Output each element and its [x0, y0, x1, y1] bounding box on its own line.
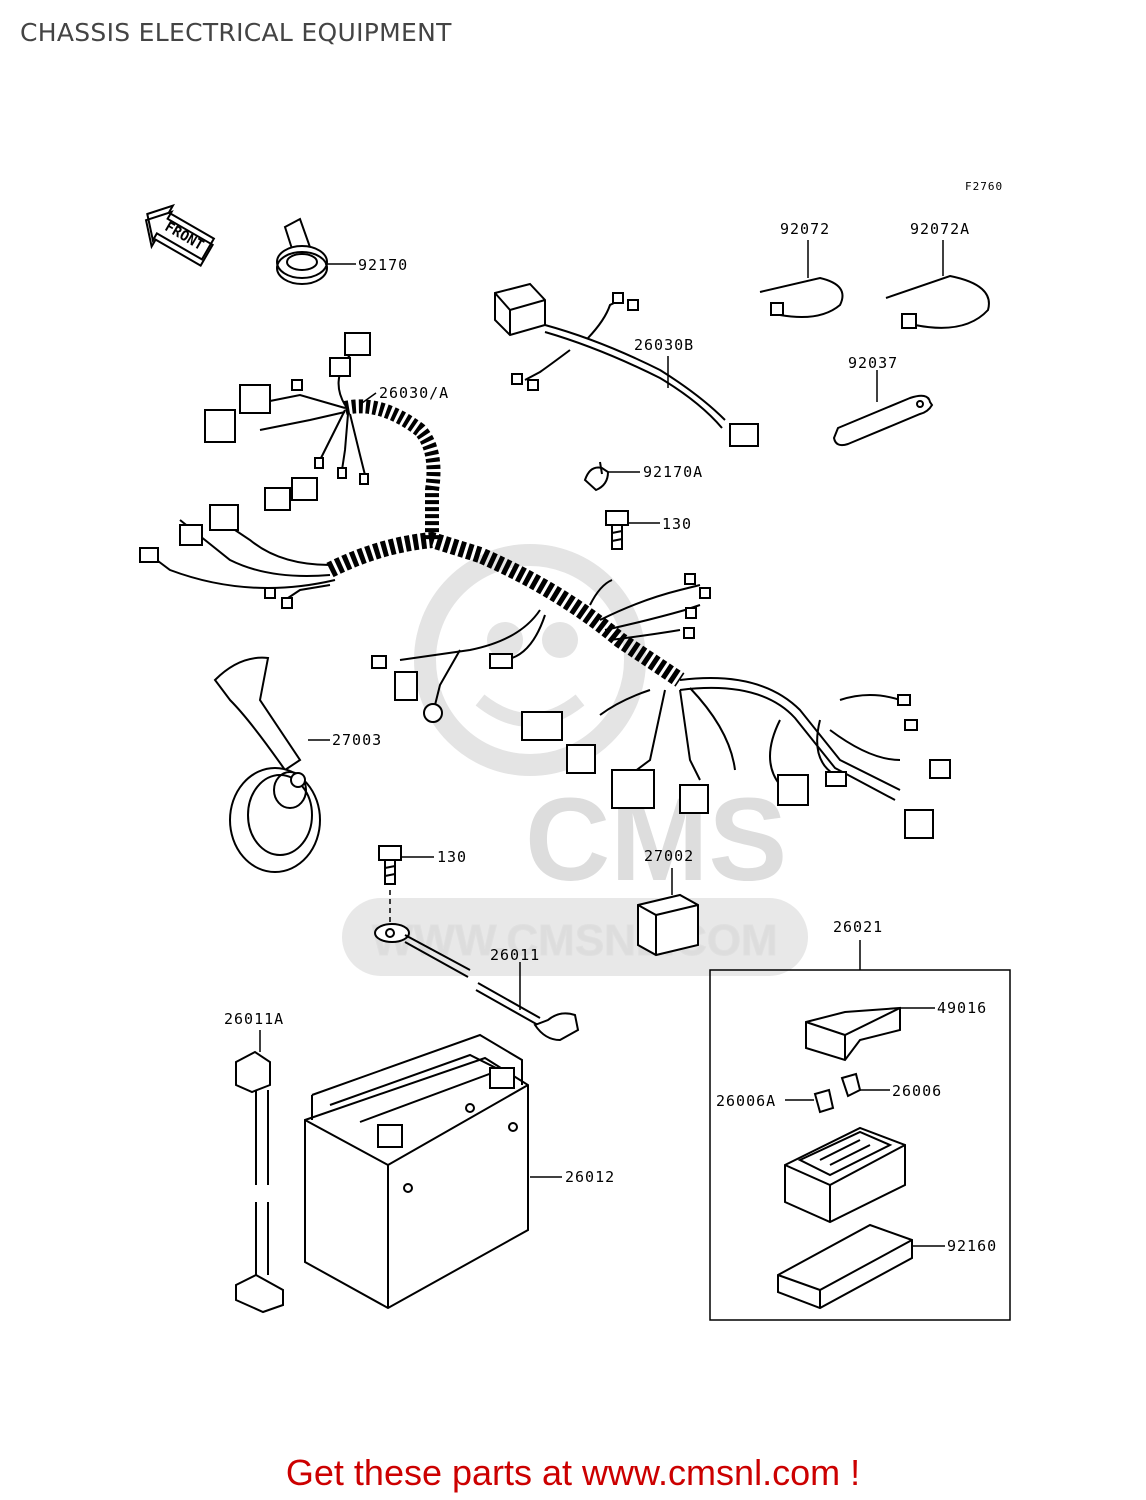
- callout-26011: 26011: [490, 946, 540, 964]
- fuse-26006-icon: [840, 1072, 862, 1098]
- callout-92170: 92170: [358, 256, 408, 274]
- cable-tie-92072-icon: [759, 240, 844, 318]
- callout-26012: 26012: [565, 1168, 615, 1186]
- battery-lead-26011-icon: [374, 923, 580, 1042]
- main-harness-26030a-icon: [139, 332, 951, 839]
- cover-49016-icon: [805, 1006, 901, 1062]
- callout-26030b: 26030B: [634, 336, 694, 354]
- callout-26006: 26006: [892, 1082, 942, 1100]
- callout-labels: 92170 92072 92072A 26030B 26030/A 92037 …: [224, 220, 997, 1255]
- fuse-26006a-icon: [813, 1088, 835, 1114]
- cable-tie-92072A-icon: [885, 240, 990, 329]
- shop-link[interactable]: Get these parts at www.cmsnl.com !: [285, 1452, 861, 1493]
- watermark: CMS WWW.CMSNL.COM: [342, 544, 808, 976]
- callout-92072: 92072: [780, 220, 830, 238]
- fuse-block-icon: [784, 1126, 906, 1224]
- callout-92170a: 92170A: [643, 463, 703, 481]
- callout-26021: 26021: [833, 918, 883, 936]
- callout-92037: 92037: [848, 354, 898, 372]
- callout-27002: 27002: [644, 847, 694, 865]
- page-title: CHASSIS ELECTRICAL EQUIPMENT: [20, 18, 452, 47]
- fuse-box-26021-group: [709, 940, 1011, 1321]
- callout-27003: 27003: [332, 731, 382, 749]
- callout-26011a: 26011A: [224, 1010, 284, 1028]
- horn-27003-icon: [213, 656, 330, 873]
- figure-code: F2760: [965, 180, 1003, 193]
- bolt-130-upper-icon: [605, 510, 660, 550]
- clamp-92170-icon: [276, 217, 356, 285]
- battery-lead-26011a-icon: [235, 1030, 284, 1314]
- battery-26012-icon: [304, 1033, 562, 1310]
- watermark-url: WWW.CMSNL.COM: [372, 916, 778, 965]
- sub-harness-26030b-icon: [494, 282, 759, 447]
- callout-130-lower: 130: [437, 848, 467, 866]
- callout-49016: 49016: [937, 999, 987, 1017]
- callout-26030a: 26030/A: [379, 384, 449, 402]
- callout-92072a: 92072A: [910, 220, 970, 238]
- bolt-130-lower-icon: [378, 845, 434, 925]
- band-92037-icon: [832, 370, 934, 447]
- relay-27002-icon: [637, 868, 699, 957]
- callout-92160: 92160: [947, 1237, 997, 1255]
- callout-130-upper: 130: [662, 515, 692, 533]
- callout-26006a: 26006A: [716, 1092, 776, 1110]
- watermark-logo: CMS: [525, 774, 787, 906]
- cover-92160-icon: [777, 1223, 913, 1310]
- watermark-mascot: [414, 544, 646, 776]
- front-arrow-icon: FRONT: [144, 203, 216, 267]
- clamp-92170a-icon: [583, 461, 640, 492]
